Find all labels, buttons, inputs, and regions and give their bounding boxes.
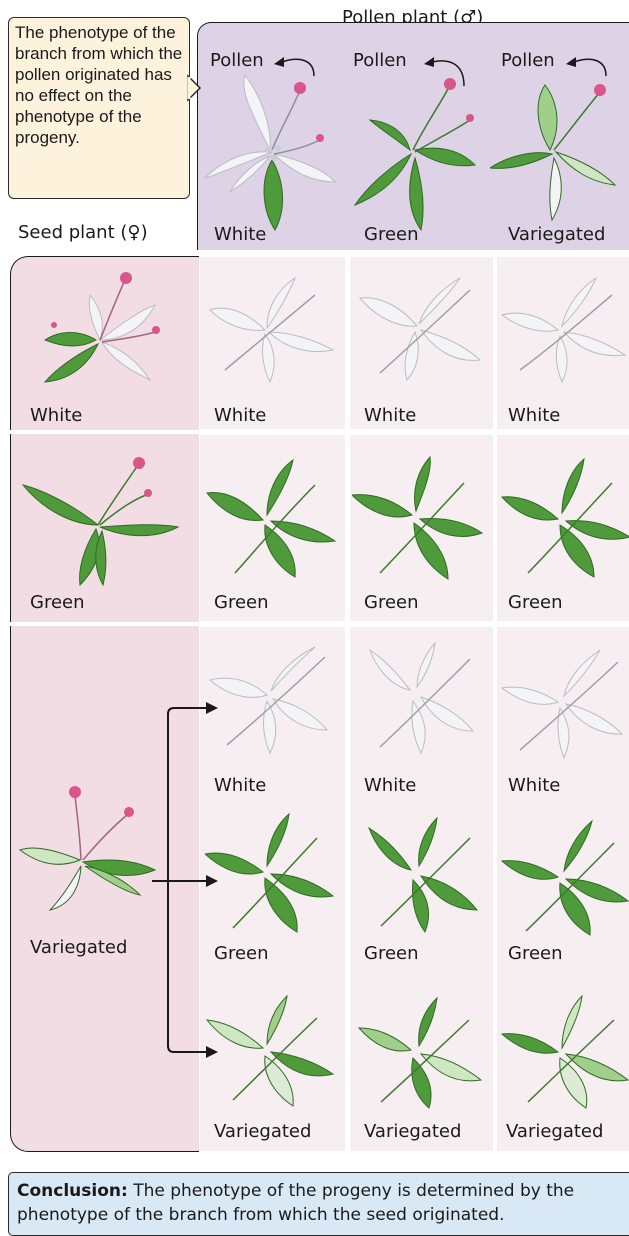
pollen-plant-variegated-illustration [490,70,629,240]
conclusion-box: Conclusion: The phenotype of the progeny… [8,1172,629,1236]
progeny-label: White [508,775,560,796]
progeny-green-leaf [355,812,490,942]
pollen-plant-white-label: White [214,224,266,245]
progeny-green-leaf [500,815,629,945]
pollen-plant-green-illustration [345,70,495,240]
progeny-label: Green [214,943,269,964]
progeny-white-leaf [355,635,490,765]
progeny-white-leaf [500,270,629,390]
row-divider [10,430,200,434]
seed-plant-variegated-label: Variegated [30,937,127,958]
seed-plant-variegated-illustration [15,780,165,930]
pollen-arrow [420,50,470,90]
seed-plant-white-illustration [30,270,180,395]
progeny-label: White [508,405,560,426]
seed-plant-green-label: Green [30,592,85,613]
pollen-plant-variegated-label: Variegated [508,224,605,245]
progeny-label: Variegated [214,1121,311,1142]
progeny-label: Green [364,592,419,613]
progeny-label: Green [508,592,563,613]
progeny-white-leaf [500,640,629,770]
progeny-label: Green [364,943,419,964]
pollen-plant-green-label: Green [364,224,419,245]
pollen-arrow [270,50,320,80]
conclusion-heading: Conclusion: [17,1181,128,1201]
progeny-label: White [214,405,266,426]
progeny-label: White [364,405,416,426]
progeny-label: White [364,775,416,796]
progeny-label: Variegated [506,1121,603,1142]
pollen-label: Pollen [353,50,407,71]
progeny-variegated-leaf [500,992,629,1112]
pollen-effect-callout: The phenotype of the branch from which t… [8,17,190,199]
progeny-label: Green [214,592,269,613]
progeny-label: Green [508,943,563,964]
progeny-label: Variegated [364,1121,461,1142]
row-divider [10,622,200,626]
progeny-white-leaf [355,268,490,388]
progeny-green-leaf [352,455,487,585]
progeny-green-leaf [500,455,629,585]
progeny-label: White [214,775,266,796]
seed-plant-green-illustration [18,455,183,590]
progeny-white-leaf [205,635,340,765]
pollen-plant-white-illustration [200,70,350,240]
pollen-arrow [562,50,612,80]
progeny-variegated-leaf [355,992,490,1112]
pollen-label: Pollen [210,50,264,71]
seed-plant-header: Seed plant (♀) [18,222,148,243]
progeny-green-leaf [205,455,340,585]
callout-text: The phenotype of the branch from which t… [15,23,182,147]
pollen-label: Pollen [501,50,555,71]
progeny-white-leaf [205,270,340,390]
seed-plant-white-label: White [30,405,82,426]
progeny-green-leaf [205,810,340,940]
progeny-variegated-leaf [205,990,340,1110]
